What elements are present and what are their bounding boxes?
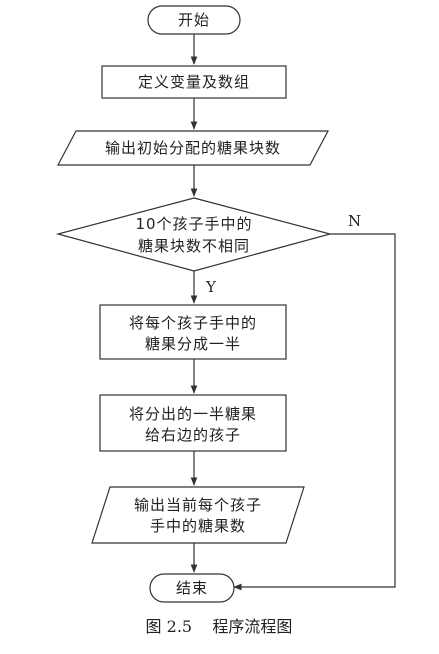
edge-decision-no bbox=[233, 233, 396, 591]
halve-label-line2: 糖果分成一半 bbox=[145, 335, 241, 353]
no-label: N bbox=[348, 212, 361, 230]
give-node: 将分出的一半糖果 给右边的孩子 bbox=[99, 394, 287, 452]
start-label: 开始 bbox=[178, 11, 210, 29]
give-label-line2: 给右边的孩子 bbox=[145, 426, 241, 444]
yes-label: Y bbox=[205, 278, 217, 296]
give-label-line1: 将分出的一半糖果 bbox=[129, 405, 257, 423]
decision-label-line1: 10个孩子手中的 bbox=[135, 215, 252, 233]
figure-caption: 图 2.5 程序流程图 bbox=[146, 617, 293, 636]
output-current-node: 输出当前每个孩子 手中的糖果数 bbox=[91, 486, 305, 544]
define-label: 定义变量及数组 bbox=[138, 73, 250, 91]
start-node: 开始 bbox=[147, 5, 241, 35]
output-current-label-line2: 手中的糖果数 bbox=[150, 517, 246, 535]
output-current-label-line1: 输出当前每个孩子 bbox=[134, 496, 262, 514]
define-node: 定义变量及数组 bbox=[101, 65, 287, 99]
end-label: 结束 bbox=[176, 579, 208, 597]
halve-node: 将每个孩子手中的 糖果分成一半 bbox=[99, 304, 287, 360]
decision-node: 10个孩子手中的 糖果块数不相同 bbox=[55, 197, 333, 272]
end-node: 结束 bbox=[149, 573, 235, 603]
output-initial-node: 输出初始分配的糖果块数 bbox=[57, 130, 329, 166]
decision-label-line2: 糖果块数不相同 bbox=[138, 237, 250, 255]
halve-label-line1: 将每个孩子手中的 bbox=[129, 314, 257, 332]
output-initial-label: 输出初始分配的糖果块数 bbox=[105, 139, 281, 157]
